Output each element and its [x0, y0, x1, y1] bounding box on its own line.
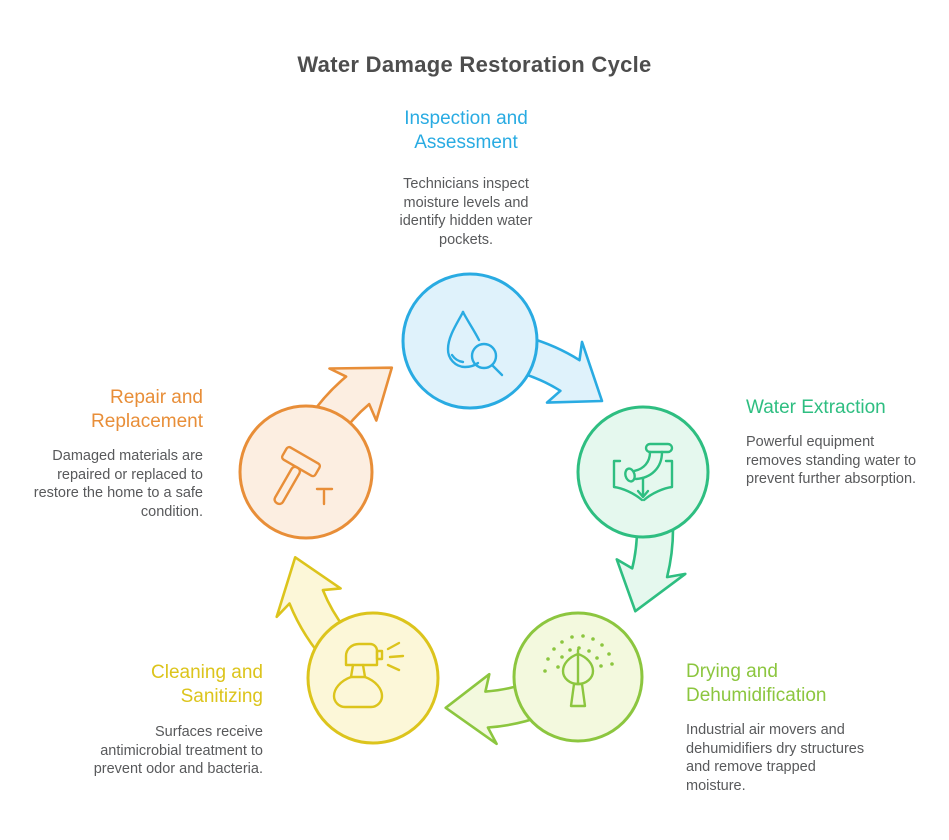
stage-extraction: Water Extraction Powerful equipment remo…	[746, 396, 938, 489]
stage-description: Powerful equipment removes standing wate…	[746, 434, 917, 487]
stage-inspection: Inspection and Assessment Technicians in…	[346, 107, 586, 249]
stage-repair: Repair and Replacement Damaged materials…	[17, 386, 203, 521]
mist-dots	[543, 634, 614, 673]
stage-cleaning: Cleaning and Sanitizing Surfaces receive…	[75, 661, 263, 779]
stage-heading: Cleaning and Sanitizing	[151, 662, 263, 707]
stage-heading: Drying and Dehumidification	[686, 661, 827, 706]
page-title: Water Damage Restoration Cycle	[297, 52, 652, 77]
stage-description: Damaged materials are repaired or replac…	[33, 448, 203, 520]
stage-heading: Water Extraction	[746, 397, 886, 418]
extraction-pipe-icon	[612, 442, 674, 502]
droplet-magnifier-icon	[446, 310, 504, 377]
stage-circle-inspection	[401, 272, 539, 410]
stage-circle-cleaning	[306, 611, 440, 745]
spray-bottle-icon	[332, 641, 405, 709]
stage-circle-extraction	[576, 405, 710, 539]
stage-drying: Drying and Dehumidification Industrial a…	[686, 660, 886, 795]
air-mover-icon	[543, 634, 614, 708]
stage-heading: Inspection and Assessment	[404, 108, 528, 153]
stage-description: Surfaces receive antimicrobial treatment…	[93, 724, 263, 777]
hammer-nail-icon	[273, 445, 334, 506]
stage-description: Industrial air movers and dehumidifiers …	[686, 722, 865, 794]
stage-heading: Repair and Replacement	[91, 387, 203, 432]
stage-description: Technicians inspect moisture levels and …	[399, 176, 533, 248]
